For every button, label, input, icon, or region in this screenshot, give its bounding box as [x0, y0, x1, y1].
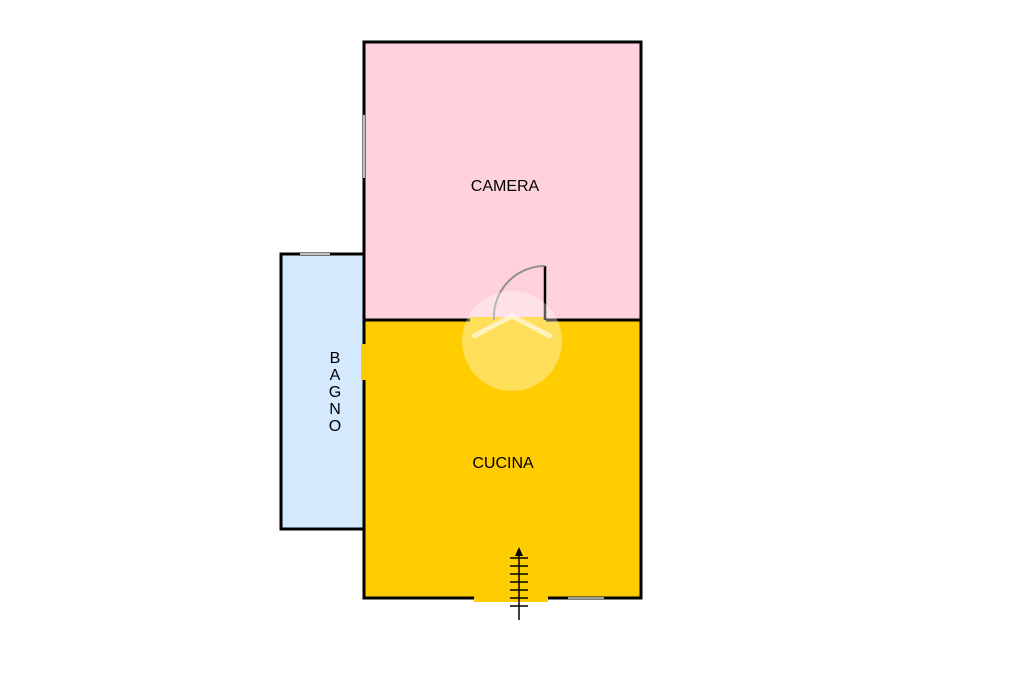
room-label-bagno-letter: B — [330, 350, 341, 367]
room-label-bagno-letter: A — [330, 367, 341, 384]
room-cucina — [362, 318, 643, 600]
room-camera — [362, 40, 643, 322]
room-bagno — [279, 252, 366, 531]
room-label-cucina: CUCINA — [472, 455, 534, 472]
door-bagno-cucina — [361, 344, 367, 380]
room-label-bagno-letter: G — [329, 384, 341, 401]
room-label-bagno-letter: O — [329, 418, 341, 435]
room-label-camera: CAMERA — [471, 178, 540, 195]
entrance-arrow-icon — [510, 547, 528, 620]
room-label-bagno-letter: N — [329, 401, 341, 418]
home-watermark-icon — [462, 291, 562, 391]
